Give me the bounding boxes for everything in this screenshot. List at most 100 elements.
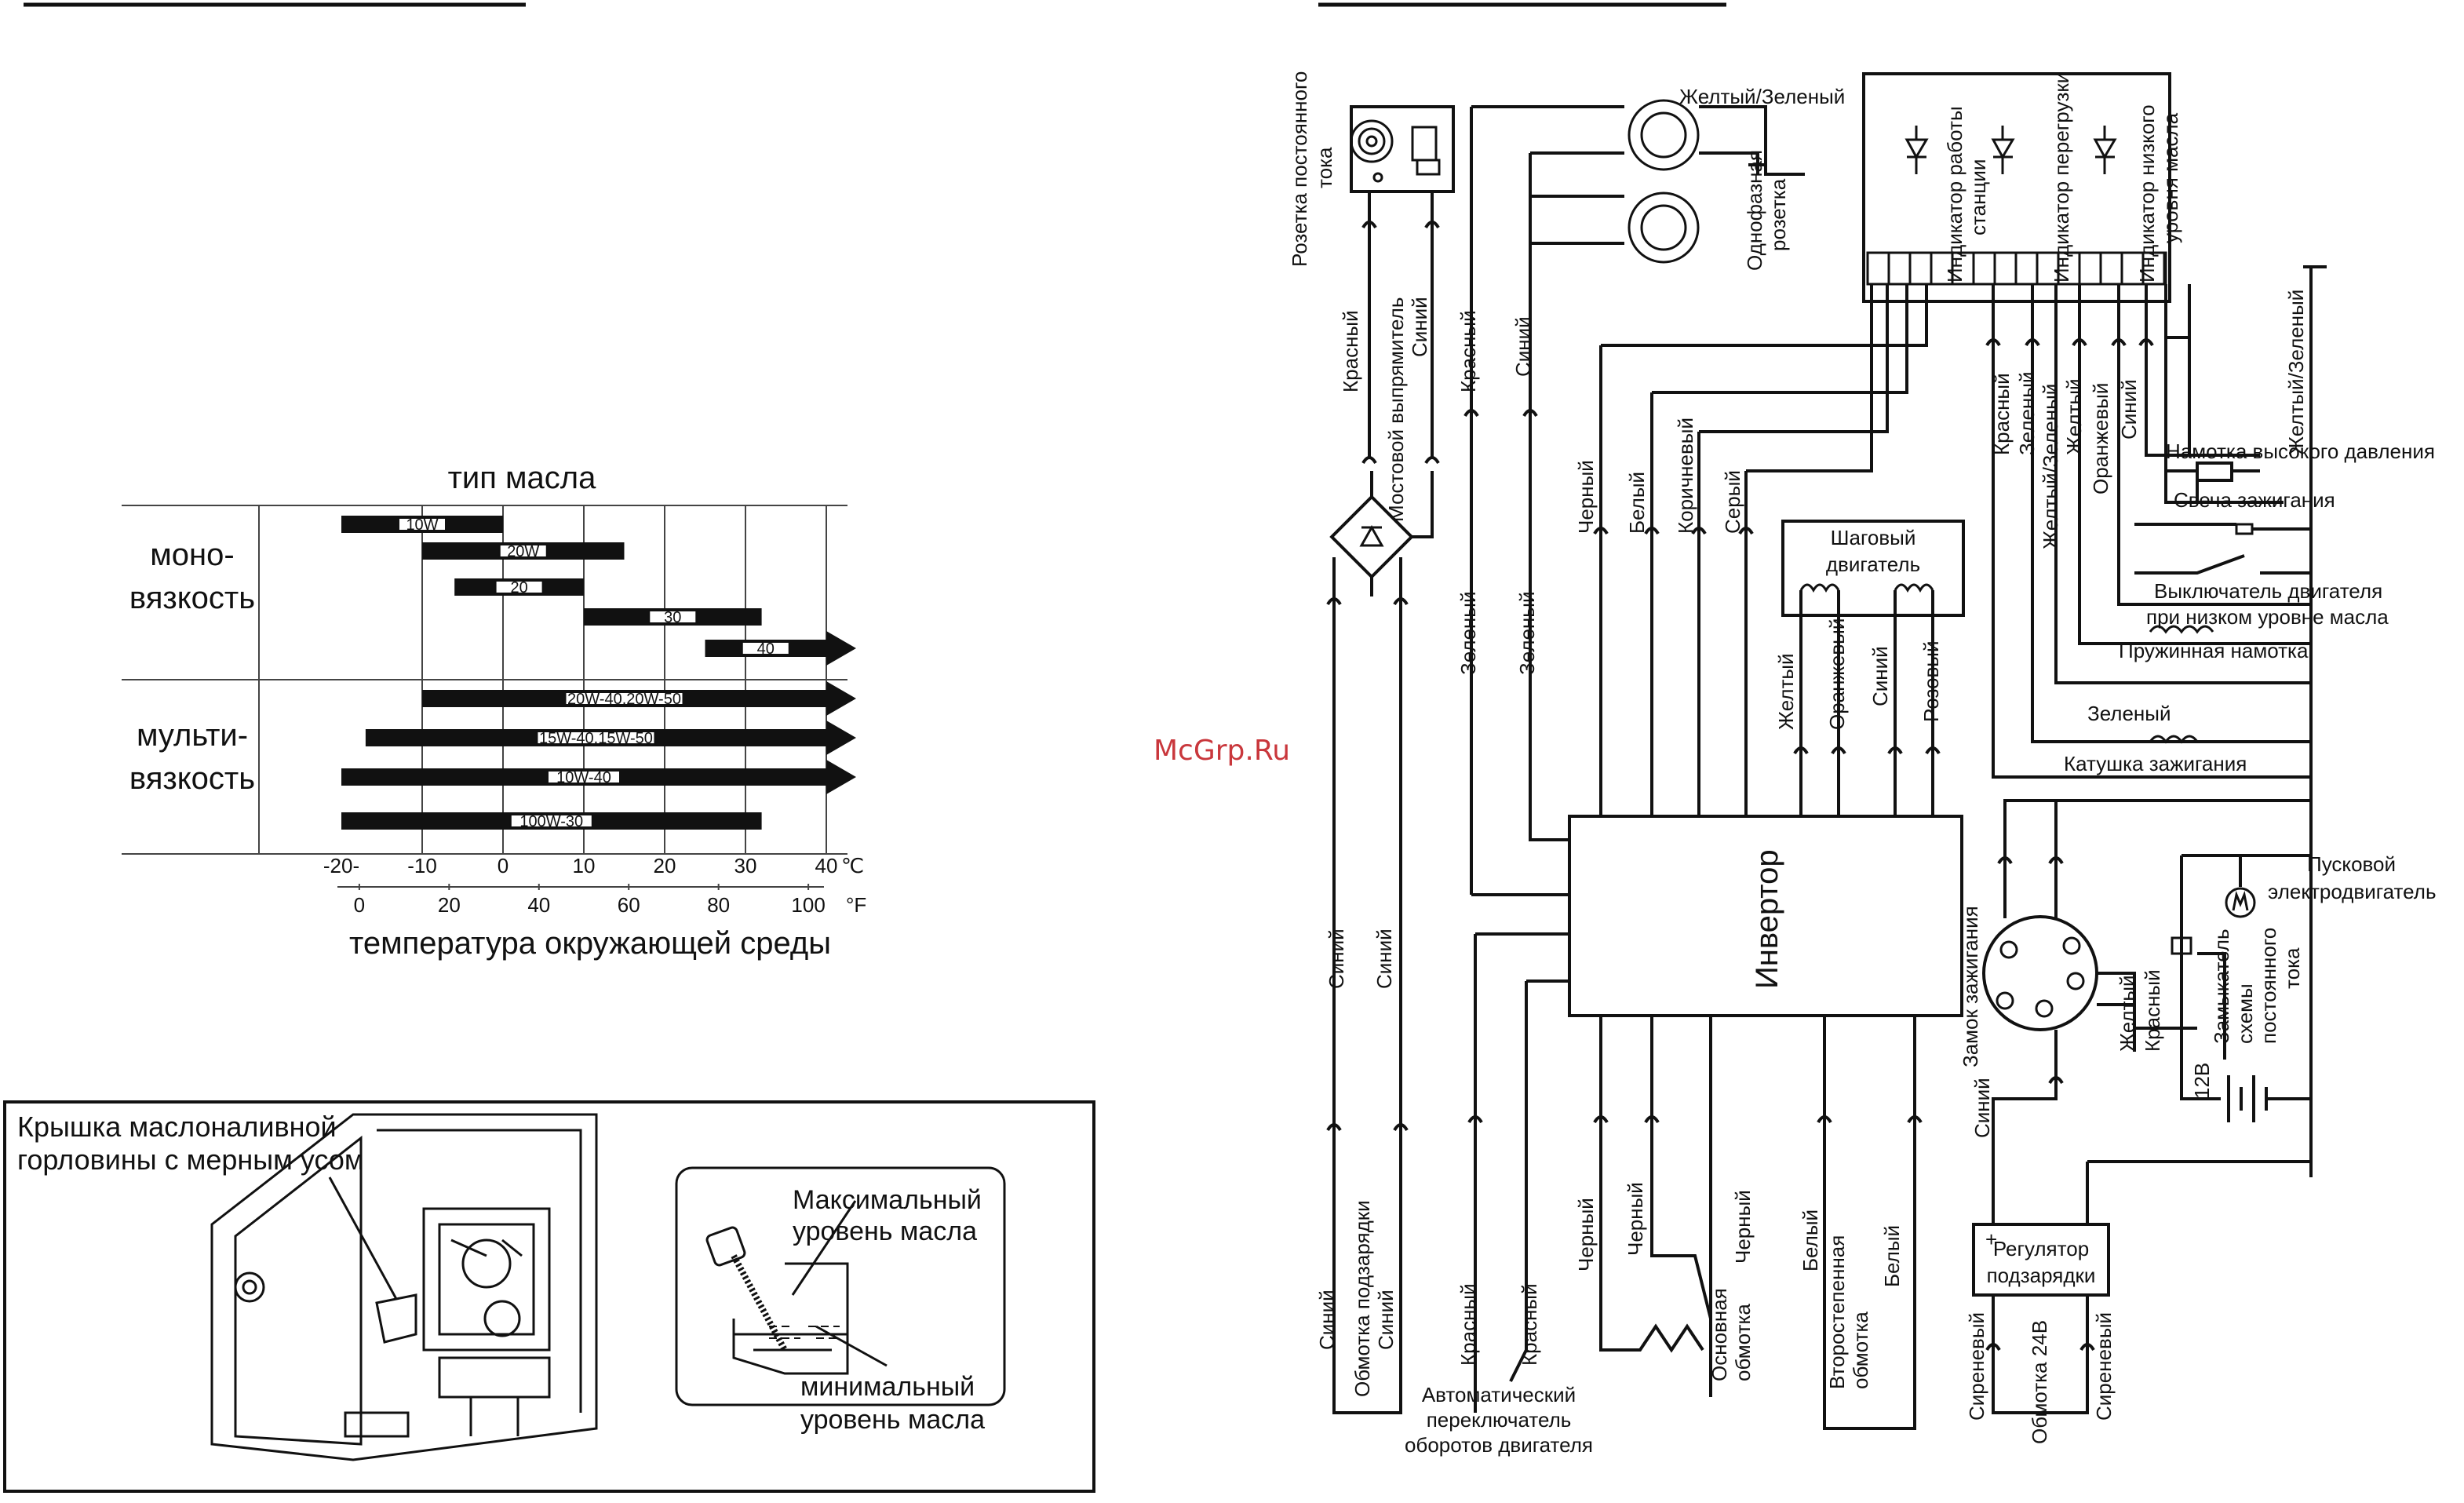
auto-switch-3: оборотов двигателя bbox=[1405, 1433, 1593, 1457]
fahrenheit-tick-label: 40 bbox=[527, 893, 550, 917]
wire-brown-1: Коричневый bbox=[1674, 418, 1697, 534]
min-level-line2: уровень масла bbox=[800, 1405, 985, 1435]
celsius-tick-label: 40 bbox=[815, 854, 838, 877]
connector-symbol bbox=[2111, 338, 2127, 347]
connector-symbol bbox=[1467, 1115, 1483, 1124]
celsius-tick-label: -20- bbox=[323, 854, 359, 877]
connector-symbol bbox=[1361, 456, 1377, 465]
bridge-rectifier bbox=[1329, 471, 1434, 604]
wire-blue-r: Синий bbox=[2117, 379, 2141, 440]
chart-bar-label: 15W-40.15W-50 bbox=[539, 730, 653, 747]
chart-bar-label-band bbox=[648, 610, 698, 624]
ind-overload: Индикатор перегрузки bbox=[2050, 72, 2073, 283]
chart-bar-arrow bbox=[826, 681, 856, 716]
charge-winding-label: Обмотка подзарядки bbox=[1350, 1200, 1374, 1397]
wire-yellow-st: Желтый bbox=[1774, 653, 1798, 730]
stepper-label-1: Шаговый bbox=[1831, 526, 1916, 549]
battery: 12В bbox=[2180, 1060, 2311, 1122]
wire-white-1: Белый bbox=[1625, 472, 1649, 534]
winding-24v: Обмотка 24В bbox=[2028, 1320, 2051, 1444]
group-mono-line1: моно- bbox=[150, 538, 234, 572]
auto-switch-1: Автоматический bbox=[1422, 1383, 1576, 1406]
connector-symbol bbox=[1831, 746, 1846, 755]
wire-green-l2: Зеленый bbox=[1515, 591, 1539, 675]
wire-black-m1: Черный bbox=[1574, 1198, 1598, 1271]
hv-coil-label: Намотка высокого давления bbox=[2166, 440, 2435, 463]
ign-coil-label: Катушка зажигания bbox=[2064, 752, 2247, 775]
ind-work-1: Индикатор работы bbox=[1943, 106, 1966, 283]
chart-bar: 10W-40 bbox=[341, 760, 856, 794]
wire-blue-dc: Синий bbox=[1408, 297, 1431, 357]
inverter-label: Инвертор bbox=[1750, 849, 1784, 989]
chart-bar: 30 bbox=[584, 608, 762, 626]
chart-bar-label-band bbox=[547, 770, 621, 784]
celsius-tick-label: -10 bbox=[407, 854, 437, 877]
relay-label-4: тока bbox=[2280, 947, 2304, 989]
connector-symbol bbox=[1887, 746, 1903, 755]
starter-label-2: электродвигатель bbox=[2268, 880, 2437, 903]
chart-bar-arrow bbox=[826, 631, 856, 666]
ignition-lock: Замок зажигания bbox=[1959, 906, 2098, 1067]
chart-bar-arrow bbox=[826, 760, 856, 794]
svg-text:+: + bbox=[1985, 1228, 1997, 1251]
chart-bar: 15W-40.15W-50 bbox=[365, 720, 856, 755]
wire-blue-l4: Синий bbox=[1374, 1290, 1398, 1350]
chart-bar-label: 20W-40.20W-50 bbox=[567, 691, 681, 708]
watermark: McGrp.Ru bbox=[1154, 735, 1290, 767]
celsius-unit: ℃ bbox=[841, 854, 864, 877]
spring-coil-label: Пружинная намотка bbox=[2119, 639, 2309, 662]
connector-symbol bbox=[2072, 338, 2087, 347]
chart-bar-label-band bbox=[398, 517, 447, 531]
wire-black-m3: Черный bbox=[1731, 1190, 1755, 1264]
connector-symbol bbox=[1793, 746, 1809, 755]
wire-blue-l1: Синий bbox=[1325, 928, 1348, 989]
lilac-1: Сиреневый bbox=[1965, 1312, 1988, 1421]
dc-socket-label-2: тока bbox=[1313, 147, 1336, 188]
lilac-2: Сиреневый bbox=[2092, 1312, 2116, 1421]
yellow-green-top: Желтый/Зеленый bbox=[1679, 85, 1845, 108]
connector-symbol bbox=[1393, 597, 1409, 606]
relay-label-1: Замыкатель bbox=[2210, 929, 2233, 1045]
chart-bar: 20W-40.20W-50 bbox=[422, 681, 856, 716]
generator-sketch bbox=[210, 1113, 598, 1461]
connector-symbol bbox=[1817, 1115, 1832, 1124]
chart-bar-label: 30 bbox=[664, 609, 681, 626]
ign-lock-label: Замок зажигания bbox=[1959, 906, 1982, 1067]
connector-symbol bbox=[1644, 527, 1660, 535]
chart-bar-label: 20 bbox=[510, 579, 527, 596]
connector-symbol bbox=[1463, 409, 1479, 418]
oil-level-figure: Крышка маслоналивной горловины с мерным … bbox=[3, 1100, 1095, 1493]
chart-bar-label-band bbox=[509, 814, 593, 828]
connector-symbol bbox=[1691, 527, 1707, 535]
oil-switch-1: Выключатель двигателя bbox=[2154, 579, 2382, 603]
cap-label-line1: Крышка маслоналивной bbox=[17, 1111, 337, 1143]
chart-title: тип масла bbox=[448, 461, 597, 495]
celsius-tick-label: 0 bbox=[498, 854, 508, 877]
celsius-tick-label: 30 bbox=[734, 854, 757, 877]
wire-blue-l3: Синий bbox=[1315, 1290, 1339, 1350]
chart-bar-label: 20W bbox=[507, 543, 539, 560]
wire-grey-1: Серый bbox=[1721, 470, 1744, 534]
charge-reg-2: подзарядки bbox=[1987, 1264, 2096, 1287]
chart-bar: 20 bbox=[454, 578, 584, 596]
yg-right-label: Желтый/Зеленый bbox=[2284, 290, 2308, 455]
min-level-line1: минимальный bbox=[800, 1372, 975, 1402]
battery-label: 12В bbox=[2190, 1063, 2214, 1099]
wire-pink-st: Розовый bbox=[1919, 641, 1943, 722]
main-winding-2: обмотка bbox=[1731, 1304, 1755, 1381]
chart-bar-label: 40 bbox=[757, 640, 775, 658]
wire-green-r: Зеленый bbox=[2015, 371, 2039, 455]
green-label: Зеленый bbox=[2087, 702, 2171, 725]
oil-level-inset: Максимальный уровень масла минимальный у… bbox=[675, 1166, 1006, 1435]
x-axis-label: температура окружающей среды bbox=[349, 926, 831, 961]
connector-symbol bbox=[1985, 338, 2001, 347]
wire-white-3: Белый bbox=[1880, 1225, 1904, 1287]
fahrenheit-tick-label: 100 bbox=[791, 893, 825, 917]
wire-blue-l2: Синий bbox=[1372, 928, 1396, 989]
wire-orange-st: Оранжевый bbox=[1825, 618, 1849, 730]
chart-bar-label-band bbox=[741, 641, 790, 655]
connector-symbol bbox=[2025, 338, 2040, 347]
wire-yg-r: Желтый/Зеленый bbox=[2039, 384, 2062, 549]
wire-blue-st: Синий bbox=[1868, 646, 1892, 706]
connector-symbol bbox=[1593, 1115, 1609, 1124]
